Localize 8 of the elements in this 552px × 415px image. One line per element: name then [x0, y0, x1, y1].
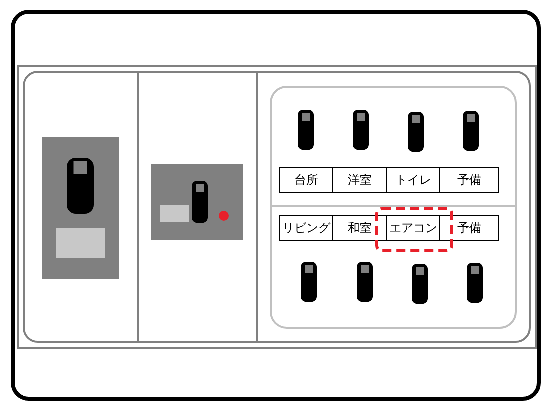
circuit-label: リビング [282, 220, 332, 237]
circuit-label: 予備 [456, 220, 482, 237]
circuit-label: トイレ [394, 172, 432, 189]
circuit-label: 洋室 [347, 172, 373, 189]
circuit-label: 台所 [294, 172, 320, 189]
circuit-label: 和室 [347, 220, 373, 237]
circuit-label: 予備 [456, 172, 482, 189]
circuit-label: エアコン [388, 220, 438, 237]
